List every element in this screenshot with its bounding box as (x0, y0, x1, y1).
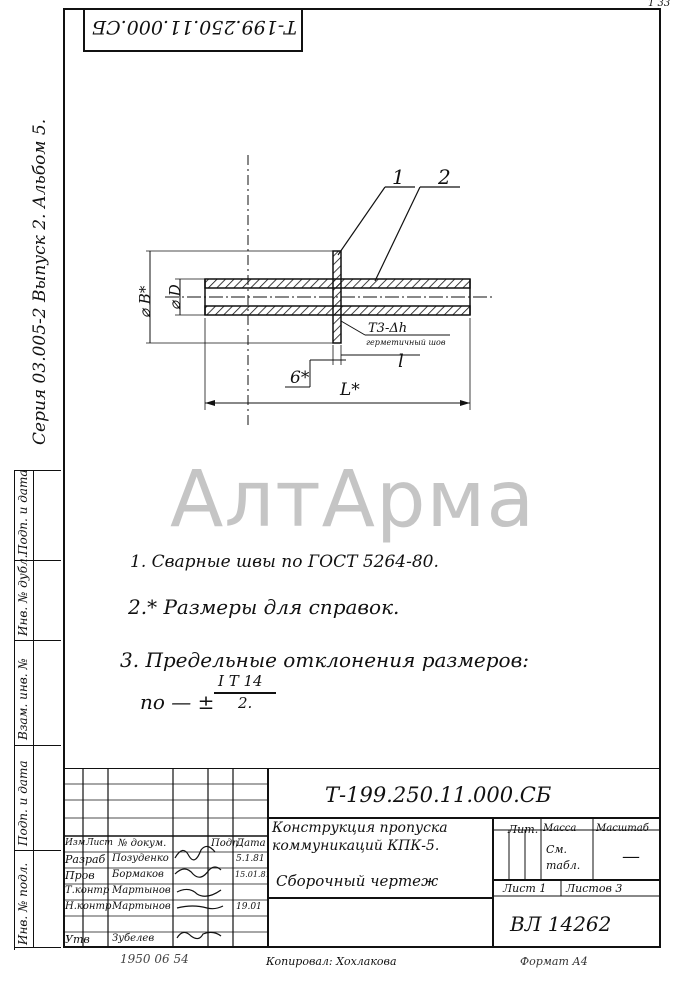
organization-code: ВЛ 14262 (510, 912, 612, 936)
side-stamp-strip (14, 470, 61, 948)
title-designation: Т-199.250.11.000.СБ (325, 783, 552, 807)
fraction-bar (214, 692, 276, 694)
dim-inner-diameter: ⌀ D (166, 284, 184, 310)
mass-value: См. табл. (546, 843, 581, 872)
callout-1: 1 (392, 165, 405, 189)
side-stamp-sep (14, 850, 61, 851)
role-label: Разраб (65, 853, 106, 866)
scale-label: Масштаб (596, 823, 649, 834)
watermark: АлтАрма (170, 455, 536, 545)
side-stamp-label: Подп. и дата (16, 760, 30, 847)
note-1: 1. Сварные швы по ГОСТ 5264-80. (130, 552, 439, 572)
role-date: 15.01.81 (235, 870, 271, 879)
assembly-drawing (146, 155, 495, 425)
signatures (174, 845, 224, 940)
role-name: Позуденко (112, 853, 169, 864)
role-name: Бормаков (112, 869, 164, 880)
role-date: 5.1.81 (236, 854, 265, 864)
note-2: 2.* Размеры для справок. (128, 595, 400, 619)
col-doc-no: № докум. (118, 838, 167, 849)
mass-label: Масса (543, 823, 577, 834)
note-3: 3. Предельные отклонения размеров: (120, 648, 529, 672)
bottom-left-text: 1950 06 54 (120, 952, 189, 966)
title-name-line1: Конструкция пропуска (272, 820, 448, 836)
title-name-line2: коммуникаций КПК-5. (272, 838, 440, 854)
tolerance-denominator: 2. (238, 694, 253, 712)
role-label: Т.контр (65, 885, 110, 896)
note-3-prefix: по — ± (140, 690, 215, 714)
dim-length: L* (340, 380, 360, 400)
bottom-mid-text: Копировал: Хохлакова (266, 955, 397, 968)
title-doc-type: Сборочный чертеж (276, 872, 439, 890)
side-stamp-label: Инв. № подл. (16, 862, 30, 945)
role-name: Мартынов (112, 901, 171, 912)
role-label: Н.контр (65, 901, 112, 912)
callout-2: 2 (438, 165, 451, 189)
dim-flange-thickness: 6* (290, 368, 310, 388)
top-stamp-designation: Т-199.250.11.000.СБ (92, 16, 297, 38)
weld-note: Т3-Δh (368, 321, 408, 336)
side-stamp-sep (14, 745, 61, 746)
sheet-label: Лист 1 (503, 882, 547, 895)
series-label: Серия 03.005-2 Выпуск 2. Альбом 5. (30, 118, 50, 445)
role-name: Мартынов (112, 885, 171, 896)
sheets-label: Листов 3 (566, 882, 623, 895)
side-stamp-label: Подп. и дата (16, 469, 30, 556)
side-stamp-sep (14, 640, 61, 641)
col-list: Лист (86, 838, 113, 848)
role-name: Зубелев (112, 933, 155, 944)
callout-1-leader (337, 186, 386, 256)
side-stamp-sep (14, 560, 61, 561)
dim-outer-diameter: ⌀ В* (136, 285, 154, 318)
side-stamp-label: Инв. № дубл. (16, 554, 30, 637)
flange-plate (332, 250, 342, 344)
col-izm: Изм (65, 838, 86, 848)
role-label: Утв (65, 933, 90, 946)
title-block-grid (63, 768, 661, 948)
tolerance-numerator: I T 14 (218, 672, 263, 690)
col-date: Дата (236, 838, 266, 849)
weld-note-sub: герметичный шов (366, 338, 446, 347)
role-date: 19.01 (236, 902, 262, 912)
col-sign: Подп. (211, 838, 242, 849)
scale-value: — (622, 846, 640, 867)
side-stamp-label: Взам. инв. № (16, 658, 30, 740)
top-stamp-box (83, 8, 303, 52)
callout-2-leader (374, 186, 421, 282)
dim-weld-length: l (398, 351, 404, 372)
lit-label: Лит. (508, 823, 539, 836)
corner-mark: 1 33 (648, 0, 671, 9)
side-stamp-divider (33, 470, 34, 948)
bottom-right-text: Формат А4 (520, 955, 588, 968)
role-label: Пров (65, 869, 95, 882)
